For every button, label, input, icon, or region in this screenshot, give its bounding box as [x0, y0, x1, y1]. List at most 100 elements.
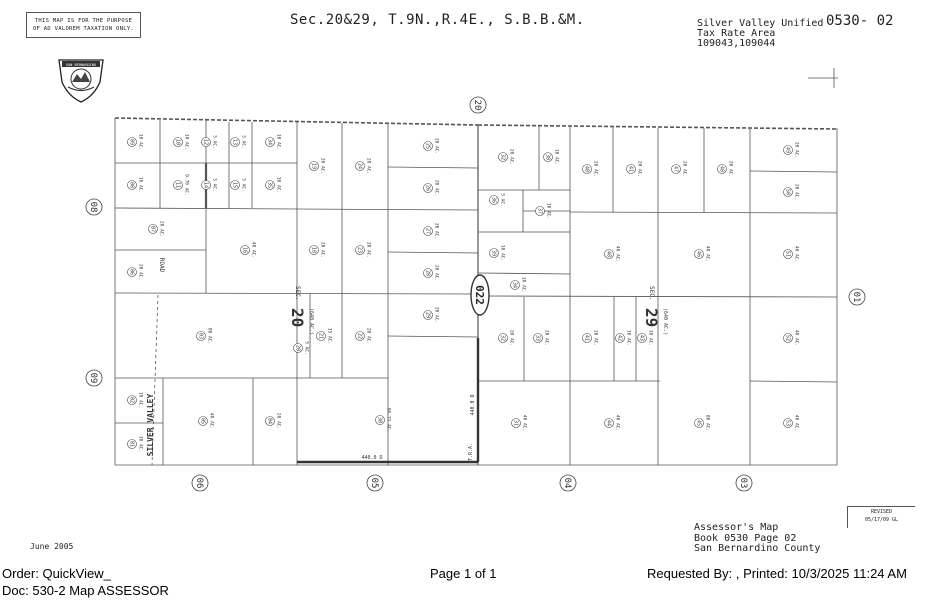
- parcel-acreage: 10 AC.: [138, 134, 144, 150]
- parcel-acreage: 10 AC.: [521, 277, 527, 293]
- parcel-acreage: 20 AC.: [593, 161, 599, 177]
- parcel-circle: [265, 180, 275, 190]
- assessor-map-info: Assessor's Map Book 0530 Page 02 San Ber…: [694, 522, 821, 554]
- parcel-number: 47: [672, 166, 678, 172]
- road-silver-valley-label: SILVER VALLEY: [146, 394, 155, 457]
- parcel-circle: [783, 418, 793, 428]
- disclaimer-box: THIS MAP IS FOR THE PURPOSE OF AD VALORE…: [26, 12, 141, 38]
- adjacent-page-labels: 20 08 09 01 06 05 04 03: [85, 96, 866, 492]
- parcel-circle: [423, 310, 433, 320]
- parcel-acreage: 20 AC.: [728, 161, 734, 177]
- parcel-circle: [489, 195, 499, 205]
- adjacent-right: 01: [848, 288, 866, 306]
- scale-note: [808, 68, 838, 88]
- parcel-number: 03: [197, 333, 203, 339]
- parcel-number: 25: [424, 143, 430, 149]
- adjacent-bottom-3-label: 04: [562, 478, 572, 489]
- requested-printed: Requested By: , Printed: 10/3/2025 11:24…: [647, 566, 907, 581]
- parcel-number: 44: [605, 420, 611, 426]
- adjacent-bottom-4: 03: [735, 474, 753, 492]
- parcel-acreage: 20 AC.: [159, 221, 165, 237]
- parcel-circle: [671, 164, 681, 174]
- parcel-circle: [201, 137, 211, 147]
- road-label-text: ROAD: [158, 258, 165, 273]
- parcel-acreage: 20 AC.: [434, 180, 440, 196]
- parcel-circle: [543, 152, 553, 162]
- adjacent-bottom-1: 06: [191, 474, 209, 492]
- parcel-number: 50: [784, 189, 790, 195]
- parcel-acreage: 10 AC.: [554, 149, 560, 165]
- parcel-number: 42: [616, 335, 622, 341]
- parcel-number: 23: [356, 247, 362, 253]
- parcel-acreage: 95.71 AC.: [386, 408, 392, 432]
- section-title: Sec.20&29, T.9N.,R.4E., S.B.B.&M.: [290, 12, 585, 28]
- parcel-circle: [783, 249, 793, 259]
- parcel-number: 31: [512, 420, 518, 426]
- parcel-circle: [355, 161, 365, 171]
- section-29-sec: SEC.: [648, 286, 655, 300]
- parcel-number: 49: [784, 147, 790, 153]
- parcel-number: 02: [128, 397, 134, 403]
- parcel-number: 01: [128, 441, 134, 447]
- parcel-circle: [201, 180, 211, 190]
- parcel-number: 11: [174, 182, 180, 188]
- parcel-acreage: 10 AC.: [276, 177, 282, 193]
- parcel-number: 14: [202, 182, 208, 188]
- parcel-number: 12: [202, 139, 208, 145]
- parcel-acreage: 10 AC.: [276, 134, 282, 150]
- parcel-circle: [489, 248, 499, 258]
- parcel-acreage: 5 AC.: [241, 135, 247, 149]
- parcel-number: 06: [128, 269, 134, 275]
- parcel-acreage: 40 AC.: [615, 246, 621, 262]
- parcel-circle: [783, 145, 793, 155]
- parcel-acreage: 20 AC.: [637, 161, 643, 177]
- dim-east-text: 440.0 D: [470, 394, 476, 415]
- parcel-circle: [265, 416, 275, 426]
- tax-rate-area-codes: 109043,109044: [697, 38, 776, 49]
- dim-south: 440.0 D: [361, 455, 382, 461]
- parcel-circle: [127, 439, 137, 449]
- section-29-number: 29: [642, 308, 661, 327]
- adjacent-bottom-2-label: 05: [369, 478, 379, 489]
- parcel-acreage: 20 AC.: [320, 158, 326, 174]
- parcel-acreage: 5 AC.: [241, 178, 247, 192]
- tax-rate-area-label: Tax Rate Area: [697, 28, 776, 39]
- parcel-circle: [230, 180, 240, 190]
- parcel-number: 19: [310, 163, 316, 169]
- adjacent-left-bottom-label: 09: [88, 373, 98, 384]
- parcel-number: 10: [174, 139, 180, 145]
- road-silver-valley: SILVER VALLEY: [146, 394, 155, 457]
- parcel-number: 41: [583, 335, 589, 341]
- parcel-acreage: 20 AC.: [509, 149, 515, 165]
- district-name: Silver Valley Unified: [697, 18, 824, 29]
- parcel-circle: [604, 249, 614, 259]
- parcel-circle: [582, 333, 592, 343]
- section-29-label: SEC. 29 (640 AC.): [642, 286, 668, 335]
- parcel-acreage: 10 AC.: [500, 245, 506, 261]
- parcel-circle: [309, 245, 319, 255]
- parcel-number: 35: [266, 182, 272, 188]
- adjacent-left-top: 08: [85, 198, 103, 216]
- parcel-acreage: 20 AC.: [593, 330, 599, 346]
- parcel-acreage: 10 AC.: [648, 330, 654, 346]
- parcel-number: 40: [583, 166, 589, 172]
- parcel-circle: [615, 333, 625, 343]
- parcel-circle: [198, 416, 208, 426]
